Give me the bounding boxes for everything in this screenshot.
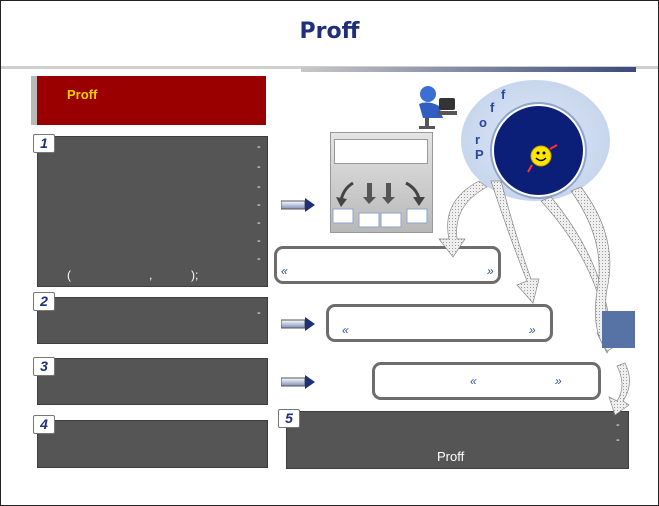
quote-close: » bbox=[529, 323, 536, 337]
step-1-dash: - bbox=[257, 235, 261, 247]
arrow-icon bbox=[281, 375, 315, 389]
form-arrows-icon bbox=[332, 181, 428, 228]
page-title: Proff bbox=[299, 19, 360, 44]
step-1-comma: , bbox=[149, 268, 153, 282]
step-4-number: 4 bbox=[33, 415, 55, 434]
quote-box-a: « » bbox=[274, 246, 501, 284]
step-5-dash: - bbox=[616, 434, 620, 446]
step-2-box: - bbox=[37, 297, 268, 344]
logo-letter: f bbox=[490, 100, 495, 115]
quote-open: « bbox=[470, 374, 477, 388]
form-bar bbox=[334, 139, 428, 164]
accent-square bbox=[602, 311, 635, 348]
quote-close: » bbox=[487, 264, 494, 278]
step-1-paren-close: ); bbox=[191, 268, 199, 282]
quote-box-c: « » bbox=[372, 362, 601, 400]
title-rule-accent bbox=[301, 67, 636, 72]
step-1-dash: - bbox=[257, 161, 261, 173]
header-label: Proff bbox=[67, 87, 98, 102]
step-1-dash: - bbox=[257, 141, 261, 153]
step-5-label: Proff bbox=[437, 449, 465, 464]
quote-open: « bbox=[342, 323, 349, 337]
form-window-icon bbox=[330, 132, 433, 233]
step-1-dash: - bbox=[257, 199, 261, 211]
step-3-number: 3 bbox=[33, 357, 55, 376]
step-3-box bbox=[37, 358, 268, 405]
step-1-paren-open: ( bbox=[67, 268, 71, 282]
arrow-icon bbox=[281, 317, 315, 331]
logo-letter: P bbox=[475, 147, 484, 162]
step-5-dash: - bbox=[616, 419, 620, 431]
smiley-face-icon bbox=[527, 144, 558, 173]
step-1-dash: - bbox=[257, 181, 261, 193]
logo-letter: f bbox=[501, 87, 506, 102]
step-1-dash: - bbox=[257, 217, 261, 229]
logo-letter: o bbox=[479, 115, 487, 130]
flow-arrows bbox=[438, 180, 630, 416]
header-box: Proff bbox=[37, 76, 266, 125]
step-4-box bbox=[37, 420, 268, 468]
person-at-computer-icon bbox=[419, 86, 457, 129]
step-2-number: 2 bbox=[33, 292, 55, 311]
step-1-box: - - - - - - - ( , ); bbox=[37, 136, 268, 287]
step-5-number: 5 bbox=[278, 409, 300, 428]
step-2-dash: - bbox=[257, 307, 261, 319]
logo-letter: r bbox=[475, 132, 481, 147]
quote-open: « bbox=[281, 264, 288, 278]
step-1-number: 1 bbox=[33, 134, 55, 153]
quote-close: » bbox=[555, 374, 562, 388]
step-1-dash: - bbox=[257, 253, 261, 265]
arrow-icon bbox=[281, 198, 315, 212]
quote-box-b: « » bbox=[326, 304, 553, 342]
step-5-box: - - Proff bbox=[286, 411, 629, 469]
